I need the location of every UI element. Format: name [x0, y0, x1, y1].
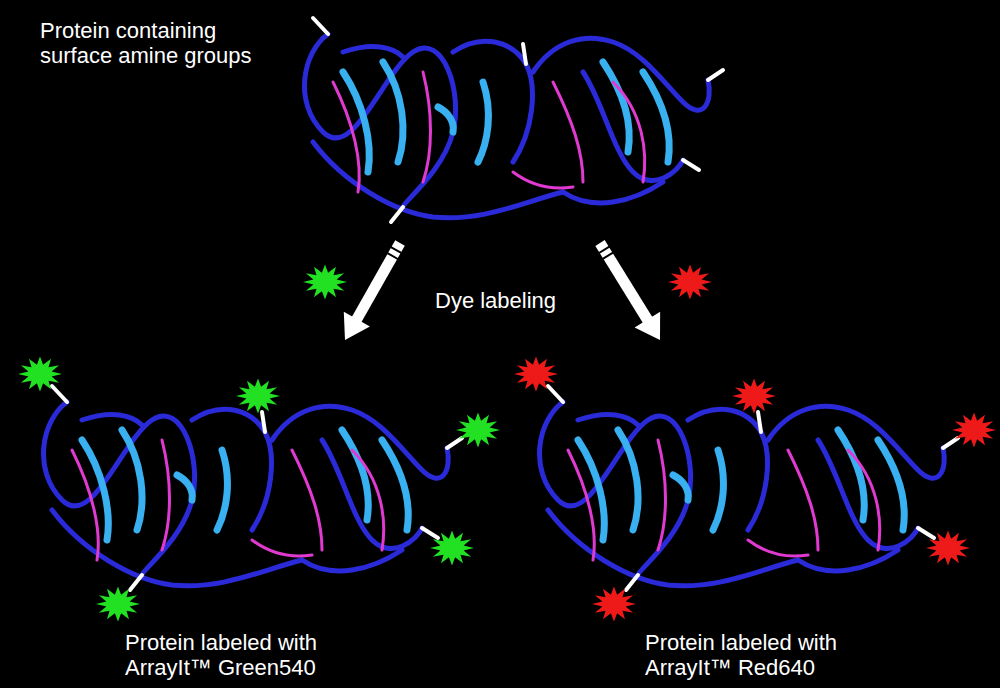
arrow-connector	[600, 243, 649, 323]
node-label: Protein labeled with ArrayIt™ Red640	[645, 630, 895, 681]
green-dye	[303, 264, 347, 299]
arrow-connector	[355, 243, 400, 323]
tail-stripe	[390, 247, 402, 254]
node-label: Protein containing surface amine groups	[40, 18, 280, 69]
protein-node: Protein containing surface amine groups	[30, 8, 770, 243]
tail-stripe	[602, 252, 614, 259]
step-label: Dye labeling	[435, 288, 556, 313]
tail-stripe	[598, 246, 610, 253]
unlabeled-protein	[304, 18, 723, 222]
arrow-head	[344, 312, 370, 340]
red-labeled-node: Protein labeled with ArrayIt™ Red640	[505, 340, 1000, 685]
arrow-group	[344, 243, 402, 340]
arrow-head	[635, 312, 661, 340]
green-labeled-protein	[18, 356, 500, 621]
green-labeled-node: Protein labeled with ArrayIt™ Green540	[0, 340, 495, 685]
arrow-group	[598, 243, 660, 340]
red-labeled-protein	[514, 356, 996, 621]
node-label: Protein labeled with ArrayIt™ Green540	[125, 630, 375, 681]
red-dye	[668, 264, 712, 299]
tail-stripe	[387, 253, 399, 260]
